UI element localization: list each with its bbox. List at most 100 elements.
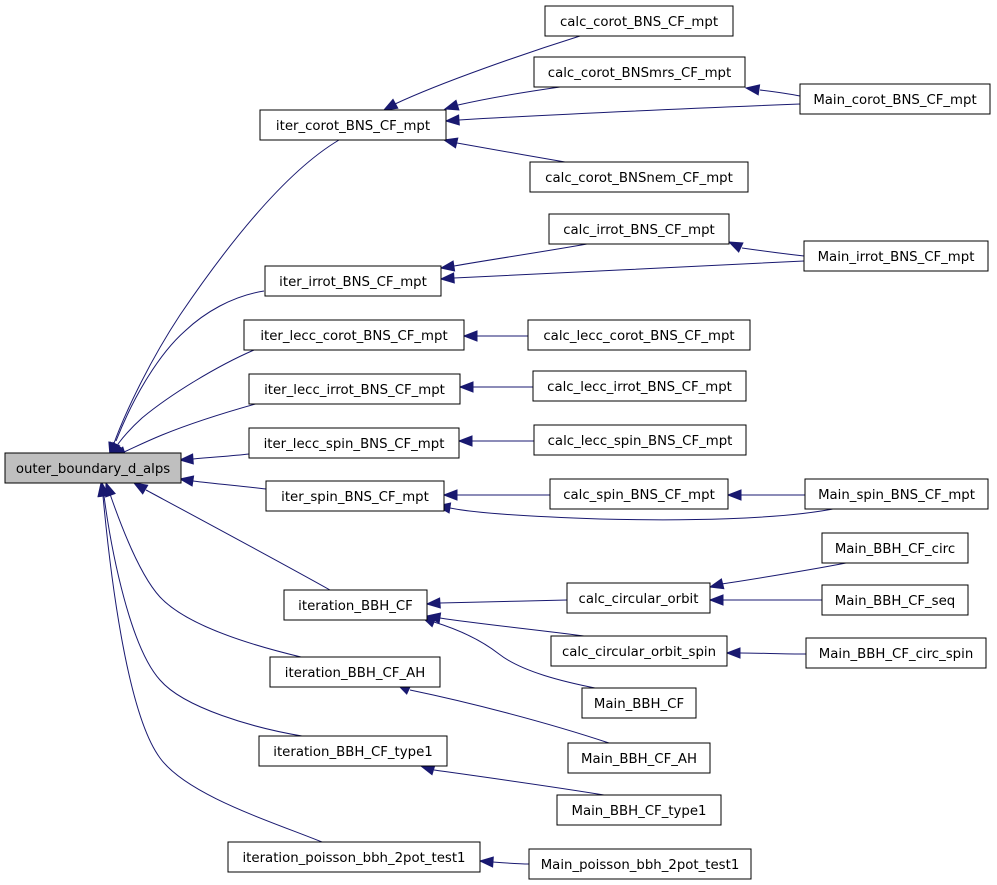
arrow-head-icon bbox=[462, 330, 478, 342]
node-box bbox=[243, 319, 465, 351]
node-label: Main_corot_BNS_CF_mpt bbox=[813, 93, 976, 108]
graph-node[interactable]: iter_corot_BNS_CF_mpt bbox=[259, 109, 447, 141]
graph-node[interactable]: Main_BBH_CF_circ bbox=[821, 532, 969, 564]
edge-line bbox=[112, 139, 340, 447]
graph-node[interactable]: calc_spin_BNS_CF_mpt bbox=[549, 478, 729, 510]
arrow-head-icon bbox=[442, 137, 459, 149]
graph-node[interactable]: Main_BBH_CF bbox=[581, 687, 697, 719]
node-label: calc_circular_orbit_spin bbox=[562, 645, 716, 660]
graph-node[interactable]: calc_corot_BNS_CF_mpt bbox=[544, 5, 734, 37]
edge-line bbox=[394, 35, 581, 105]
graph-node[interactable]: calc_irrot_BNS_CF_mpt bbox=[548, 213, 730, 245]
edge-line bbox=[721, 562, 847, 585]
node-box bbox=[804, 478, 989, 510]
node-label: Main_irrot_BNS_CF_mpt bbox=[818, 250, 975, 265]
edge-line bbox=[117, 349, 255, 445]
edge-line bbox=[409, 689, 610, 744]
graph-node[interactable]: calc_lecc_irrot_BNS_CF_mpt bbox=[532, 370, 747, 402]
node-box bbox=[803, 240, 989, 272]
graph-node[interactable]: calc_corot_BNSmrs_CF_mpt bbox=[533, 56, 746, 88]
node-box bbox=[259, 109, 447, 141]
edge-calc_corot_nem-to-iter_corot bbox=[442, 137, 566, 163]
graph-node[interactable]: iteration_BBH_CF_AH bbox=[269, 656, 441, 688]
edge-main_irrot-to-calc_irrot bbox=[727, 241, 805, 257]
edge-calc_spin-to-iter_spin bbox=[442, 489, 550, 501]
graph-node[interactable]: calc_lecc_corot_BNS_CF_mpt bbox=[527, 319, 751, 351]
node-label: calc_circular_orbit bbox=[579, 592, 699, 607]
node-label: Main_BBH_CF_circ bbox=[835, 542, 955, 557]
edge-line bbox=[453, 243, 588, 267]
graph-node[interactable]: calc_corot_BNSnem_CF_mpt bbox=[529, 161, 749, 193]
edge-line bbox=[458, 103, 801, 121]
graph-node[interactable]: iteration_BBH_CF_type1 bbox=[258, 735, 448, 767]
graph-node[interactable]: calc_lecc_spin_BNS_CF_mpt bbox=[533, 424, 747, 456]
node-box bbox=[805, 637, 987, 669]
graph-node[interactable]: Main_corot_BNS_CF_mpt bbox=[799, 83, 991, 115]
edge-line bbox=[109, 493, 302, 658]
node-box bbox=[265, 480, 445, 512]
graph-node[interactable]: iter_spin_BNS_CF_mpt bbox=[265, 480, 445, 512]
arrow-head-icon bbox=[726, 489, 742, 501]
graph-node[interactable]: iter_lecc_irrot_BNS_CF_mpt bbox=[248, 373, 461, 405]
node-label: Main_spin_BNS_CF_mpt bbox=[818, 488, 975, 503]
graph-node[interactable]: Main_poisson_bbh_2pot_test1 bbox=[528, 848, 752, 880]
edge-calc_lecc_corot-to-iter_lecc_corot bbox=[462, 330, 528, 342]
node-label: calc_corot_BNS_CF_mpt bbox=[560, 15, 718, 30]
arrow-head-icon bbox=[444, 114, 460, 126]
node-label: iter_spin_BNS_CF_mpt bbox=[281, 490, 429, 505]
graph-node[interactable]: iter_lecc_spin_BNS_CF_mpt bbox=[248, 427, 460, 459]
arrow-head-icon bbox=[443, 99, 460, 111]
node-box bbox=[544, 5, 734, 37]
graph-node[interactable]: iter_irrot_BNS_CF_mpt bbox=[264, 265, 442, 297]
edge-main_corot-to-iter_corot bbox=[444, 103, 801, 126]
graph-node[interactable]: Main_BBH_CF_seq bbox=[821, 584, 969, 616]
edge-line bbox=[759, 89, 801, 97]
node-box bbox=[4, 452, 182, 484]
edge-line bbox=[103, 495, 303, 737]
graph-node[interactable]: Main_BBH_CF_type1 bbox=[556, 794, 722, 826]
node-label: calc_lecc_irrot_BNS_CF_mpt bbox=[547, 380, 732, 395]
graph-node[interactable]: Main_BBH_CF_circ_spin bbox=[805, 637, 987, 669]
node-box bbox=[549, 478, 729, 510]
node-label: calc_lecc_corot_BNS_CF_mpt bbox=[543, 329, 734, 344]
graph-node[interactable]: iter_lecc_corot_BNS_CF_mpt bbox=[243, 319, 465, 351]
graph-node[interactable]: iteration_poisson_bbh_2pot_test1 bbox=[227, 841, 481, 873]
node-box bbox=[533, 56, 746, 88]
arrow-head-icon bbox=[425, 597, 441, 609]
node-box bbox=[269, 656, 441, 688]
graph-node[interactable]: calc_circular_orbit_spin bbox=[550, 635, 728, 667]
node-label: Main_BBH_CF bbox=[594, 697, 684, 712]
arrow-head-icon bbox=[457, 435, 473, 447]
node-box bbox=[566, 582, 711, 614]
graph-node[interactable]: Main_irrot_BNS_CF_mpt bbox=[803, 240, 989, 272]
edge-iteration_BBH_CF-to-outer bbox=[132, 482, 331, 591]
node-label: iteration_BBH_CF bbox=[298, 599, 413, 614]
edge-line bbox=[741, 247, 805, 257]
edge-line bbox=[439, 617, 585, 637]
edge-main_bbh_cf_circ_spin-to-calc_circular_orbit_spin bbox=[725, 647, 807, 659]
node-label: calc_spin_BNS_CF_mpt bbox=[563, 488, 715, 503]
arrow-head-icon bbox=[478, 856, 494, 868]
graph-node[interactable]: calc_circular_orbit bbox=[566, 582, 711, 614]
graph-node[interactable]: iteration_BBH_CF bbox=[283, 589, 428, 621]
node-label: outer_boundary_d_alps bbox=[16, 462, 170, 477]
arrow-head-icon bbox=[439, 260, 456, 272]
edge-line bbox=[739, 652, 807, 655]
arrow-head-icon bbox=[708, 578, 725, 590]
node-label: calc_corot_BNSnem_CF_mpt bbox=[545, 171, 733, 186]
edge-line bbox=[433, 621, 596, 689]
node-box bbox=[529, 161, 749, 193]
graph-edges bbox=[97, 35, 847, 868]
edge-calc_circular_orbit_spin-to-iteration_BBH_CF bbox=[425, 612, 585, 637]
graph-node[interactable]: Main_BBH_CF_AH bbox=[567, 742, 711, 774]
arrow-head-icon bbox=[708, 594, 724, 606]
node-box bbox=[533, 424, 747, 456]
node-label: calc_lecc_spin_BNS_CF_mpt bbox=[548, 434, 733, 449]
node-box bbox=[821, 584, 969, 616]
edge-calc_lecc_spin-to-iter_lecc_spin bbox=[457, 435, 534, 447]
arrow-head-icon bbox=[178, 453, 194, 465]
graph-node[interactable]: Main_spin_BNS_CF_mpt bbox=[804, 478, 989, 510]
arrow-head-icon bbox=[725, 647, 741, 659]
node-box bbox=[567, 742, 711, 774]
edge-line bbox=[433, 769, 605, 796]
